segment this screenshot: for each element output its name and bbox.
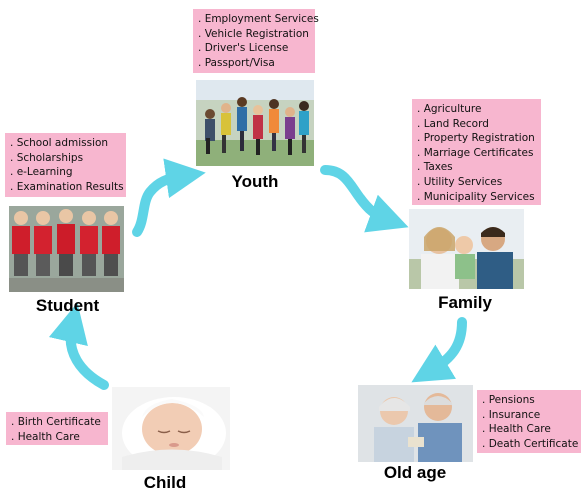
service-item: Vehicle Registration	[198, 27, 309, 42]
service-item: Employment Services	[198, 12, 319, 27]
service-item: Driver's License	[198, 41, 309, 56]
arrow-family-to-oldage	[411, 317, 467, 383]
child-photo	[112, 387, 230, 470]
service-item: e-Learning	[10, 165, 120, 180]
child-services-box: Birth CertificateHealth Care	[6, 412, 108, 445]
arrow-youth-to-family	[320, 165, 409, 233]
service-item: Examination Results	[10, 180, 124, 195]
service-item: Property Registration	[417, 131, 535, 146]
stage-label-oldage: Old age	[383, 463, 447, 482]
service-item: Scholarships	[10, 151, 120, 166]
oldage-photo	[358, 385, 473, 462]
service-item: School admission	[10, 136, 120, 151]
youth-photo	[196, 80, 314, 166]
service-item: Passport/Visa	[198, 56, 309, 71]
service-item: Death Certificate	[482, 437, 579, 452]
service-item: Taxes	[417, 160, 535, 175]
service-item: Pensions	[482, 393, 575, 408]
family-photo	[409, 209, 524, 289]
youth-services-box: Employment ServicesVehicle RegistrationD…	[193, 9, 319, 73]
family-services-box: AgricultureLand RecordProperty Registrat…	[412, 99, 541, 205]
service-item: Agriculture	[417, 102, 535, 117]
oldage-services-box: PensionsInsuranceHealth CareDeath Certif…	[477, 390, 581, 453]
service-item: Land Record	[417, 117, 535, 132]
service-item: Marriage Certificates	[417, 146, 535, 161]
student-services-box: School admissionScholarshipse-LearningEx…	[5, 133, 126, 197]
student-photo	[9, 206, 124, 292]
service-item: Health Care	[11, 430, 102, 445]
stage-label-family: Family	[438, 293, 492, 312]
arrow-student-to-youth	[132, 158, 206, 237]
service-item: Health Care	[482, 422, 575, 437]
service-item: Insurance	[482, 408, 575, 423]
arrow-child-to-student	[48, 302, 109, 390]
stage-label-student: Student	[35, 296, 100, 315]
stage-label-youth: Youth	[231, 172, 279, 191]
service-item: Utility Services	[417, 175, 535, 190]
stage-label-child: Child	[143, 473, 187, 492]
service-item: Birth Certificate	[11, 415, 102, 430]
service-item: Municipality Services	[417, 190, 535, 205]
